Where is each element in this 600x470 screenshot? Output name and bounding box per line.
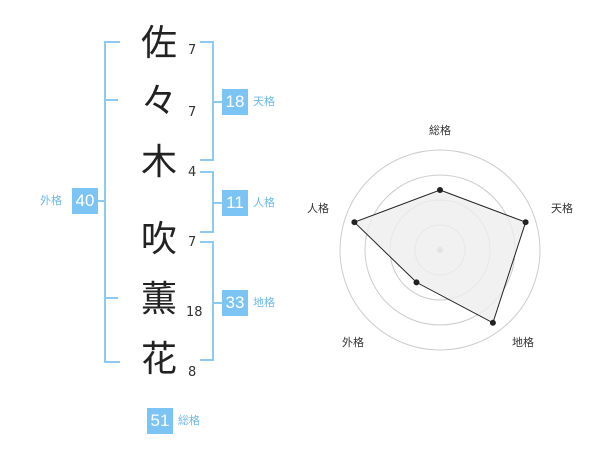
radar-point-4 (413, 279, 420, 286)
name-char-1: 佐 (140, 23, 177, 64)
jinkaku-bracket-stem (214, 202, 222, 204)
stroke-count-3: 4 (188, 165, 197, 180)
chikaku-bracket (200, 241, 214, 361)
radar-axis-label-4: 外格 (342, 336, 364, 349)
jinkaku-bracket (200, 171, 214, 233)
jinkaku-badge: 11 (222, 190, 248, 216)
stroke-count-4: 7 (188, 235, 197, 250)
name-char-4: 吹 (140, 219, 177, 260)
radar-point-2 (522, 219, 529, 226)
stroke-count-6: 8 (188, 365, 197, 380)
gaikaku-bracket-tick (104, 99, 118, 101)
stroke-count-2: 7 (188, 105, 197, 120)
radar-axis-label-5: 人格 (307, 202, 329, 215)
chikaku-badge: 33 (222, 290, 248, 316)
gaikaku-badge: 40 (72, 188, 98, 214)
tenkaku-badge: 18 (222, 89, 248, 115)
radar-point-3 (489, 319, 496, 326)
name-char-3: 木 (140, 142, 177, 183)
name-char-2: 々 (140, 81, 177, 122)
chikaku-label: 地格 (253, 296, 275, 309)
radar-axis-label-3: 地格 (512, 336, 534, 349)
tenkaku-bracket (200, 41, 214, 161)
radar-point-5 (351, 219, 358, 226)
stroke-count-1: 7 (188, 43, 197, 58)
soukaku-badge: 51 (147, 408, 173, 434)
radar-axis-label-2: 天格 (551, 202, 573, 215)
jinkaku-label: 人格 (253, 196, 275, 209)
radar-area (353, 189, 527, 324)
radar-chart (339, 149, 541, 351)
gaikaku-label: 外格 (40, 194, 62, 207)
name-char-6: 花 (140, 339, 177, 380)
radar-ring (339, 149, 541, 351)
tenkaku-bracket-stem (214, 101, 222, 103)
chikaku-bracket-stem (214, 302, 222, 304)
tenkaku-label: 天格 (253, 95, 275, 108)
soukaku-label: 総格 (178, 414, 200, 427)
radar-point-1 (437, 187, 443, 193)
gaikaku-bracket-tick (104, 297, 118, 299)
stroke-count-5: 18 (186, 305, 203, 320)
radar-axis-label-1: 総格 (429, 124, 451, 137)
name-char-5: 薫 (140, 279, 177, 320)
gaikaku-bracket-stem (98, 200, 105, 202)
gaikaku-bracket (104, 41, 120, 363)
